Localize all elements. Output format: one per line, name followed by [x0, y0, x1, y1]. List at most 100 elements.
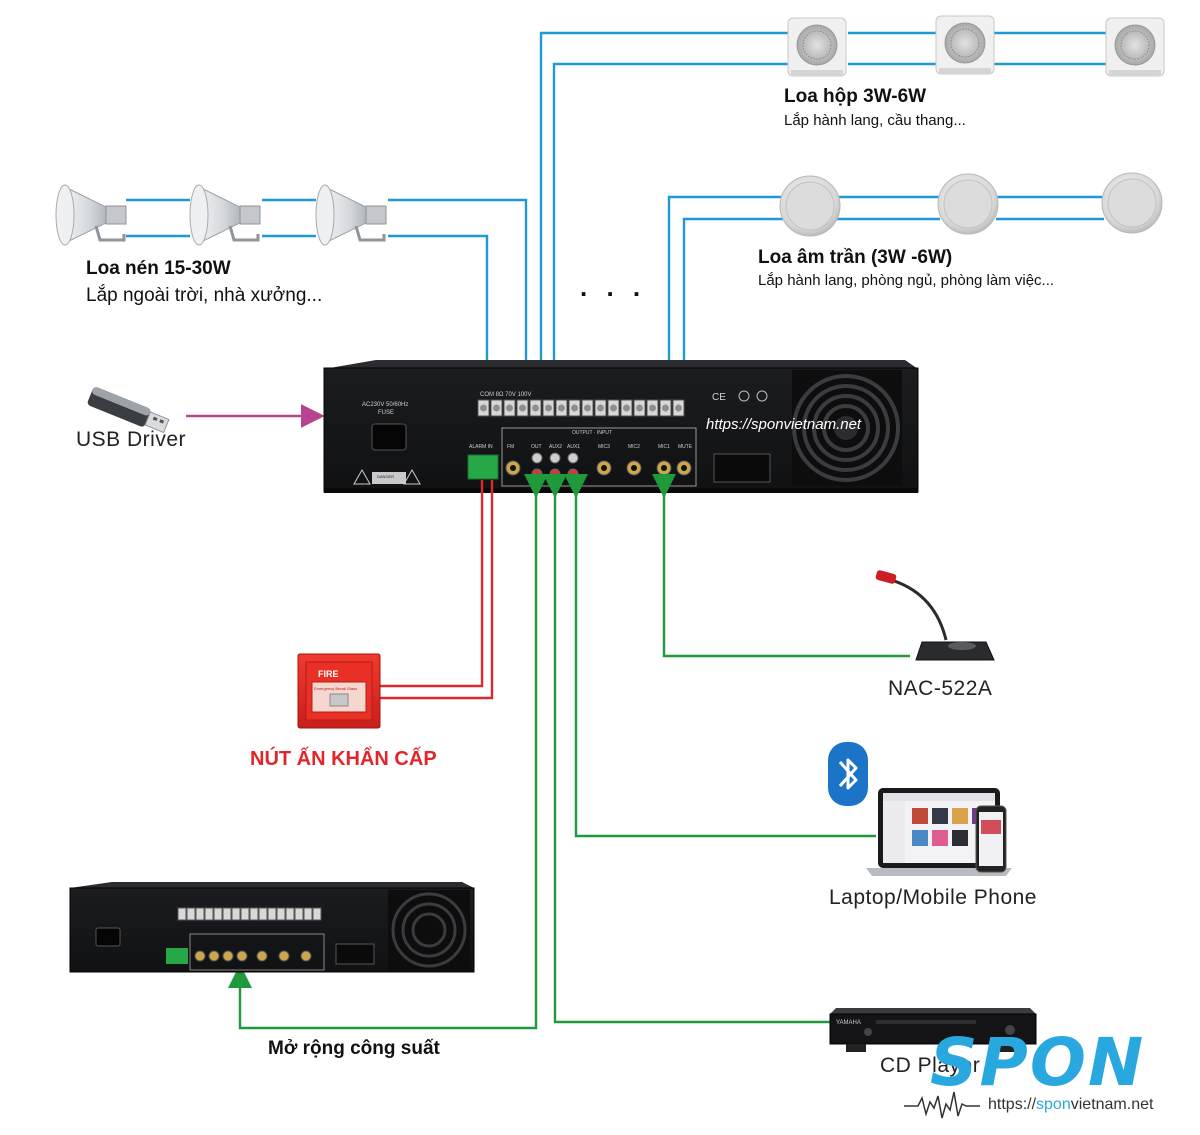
- terminal-screw: [258, 907, 268, 921]
- terminal-screw: [195, 907, 205, 921]
- gooseneck-mic-icon: [875, 570, 995, 661]
- blank-plate: [713, 453, 771, 483]
- box-speaker-title: Loa hộp 3W-6W: [784, 86, 927, 107]
- speaker-wiring: [126, 31, 1108, 397]
- terminal-screw: [249, 907, 259, 921]
- ceiling-speaker-icon: [1101, 172, 1163, 234]
- jack-label: AUX1: [567, 444, 580, 450]
- terminal-screw: [594, 399, 607, 417]
- terminal-screw: [672, 399, 685, 417]
- power-expansion-label: Mở rộng công suất: [268, 1038, 440, 1059]
- expansion-audio-jacks: [194, 950, 312, 962]
- audio-jack: [236, 950, 248, 962]
- terminal-screw: [503, 399, 516, 417]
- terminal-screw: [581, 399, 594, 417]
- box-speaker-icon: [935, 15, 995, 75]
- emergency-button-label: NÚT ẤN KHẨN CẤP: [250, 748, 437, 770]
- terminal-screw: [177, 907, 187, 921]
- ceiling-speaker-icon: [937, 173, 999, 235]
- terminal-screw: [633, 399, 646, 417]
- terminal-screw: [303, 907, 313, 921]
- expansion-speaker-terminals: [177, 907, 322, 921]
- audio-wiring: [228, 474, 910, 1030]
- terminal-screw: [186, 907, 196, 921]
- terminal-screw: [568, 399, 581, 417]
- cd-player-label: CD Player: [880, 1054, 981, 1077]
- output-input-label: OUTPUT · INPUT: [572, 430, 612, 436]
- cd-brand: YAMAHA: [836, 1020, 861, 1026]
- terminal-screw: [267, 907, 277, 921]
- terminal-screw: [529, 399, 542, 417]
- horn-speaker-title: Loa nén 15-30W: [86, 258, 231, 279]
- fire-sub-text: Emergency Break Glass: [314, 686, 357, 691]
- fire-alarm-button-icon: FIRE Emergency Break Glass: [297, 653, 381, 729]
- audio-jack: [256, 950, 268, 962]
- ceiling-speaker-icon: [779, 175, 841, 237]
- box-speaker-icon: [787, 17, 847, 77]
- terminal-screw: [294, 907, 304, 921]
- ceiling-speakers: [779, 172, 1163, 237]
- speaker-terminal-label: COM 8Ω 70V 100V: [480, 392, 532, 398]
- cert-marks: CE: [712, 392, 726, 403]
- alarm-wiring: [380, 480, 494, 700]
- terminal-screw: [607, 399, 620, 417]
- horn-speakers: [55, 184, 387, 246]
- terminal-screw: [646, 399, 659, 417]
- terminal-screw: [516, 399, 529, 417]
- brand-url: https://sponvietnam.net: [988, 1096, 1153, 1114]
- terminal-screw: [231, 907, 241, 921]
- horn-speaker-icon: [55, 184, 127, 246]
- brand-url-highlight: spon: [1036, 1096, 1071, 1113]
- terminal-screw: [477, 399, 490, 417]
- terminal-screw: [542, 399, 555, 417]
- audio-jack: MIC3: [596, 444, 612, 476]
- box-speaker-icon: [1105, 17, 1165, 77]
- audio-jack: MUTE: [676, 444, 693, 476]
- jack-label: FM: [507, 444, 514, 450]
- laptop-mobile-label: Laptop/Mobile Phone: [829, 886, 1037, 909]
- microphone-label: NAC-522A: [888, 677, 993, 700]
- power-inlet: [371, 423, 407, 451]
- brand-url-suffix: vietnam.net: [1070, 1096, 1154, 1113]
- usb-driver-label: USB Driver: [76, 428, 187, 451]
- jack-label: MIC3: [598, 444, 610, 450]
- ceiling-speaker-subtitle: Lắp hành lang, phòng ngủ, phòng làm việc…: [758, 272, 1055, 289]
- jack-label: AUX2: [549, 444, 562, 450]
- phone-icon: [975, 805, 1007, 873]
- brand-url-prefix: https://: [988, 1096, 1037, 1113]
- jack-label: MUTE: [678, 444, 693, 450]
- alarm-in-block: [467, 454, 499, 480]
- fan-grille: [792, 370, 902, 486]
- expansion-amplifier: [69, 882, 475, 973]
- audio-jack: FM: [505, 444, 521, 476]
- terminal-screw: [620, 399, 633, 417]
- box-speaker-subtitle: Lắp hành lang, cầu thang...: [784, 112, 966, 129]
- speaker-terminals: [477, 399, 685, 417]
- ceiling-speaker-title: Loa âm trần (3W -6W): [758, 247, 953, 268]
- alarm-in-label: ALARM IN: [469, 444, 493, 450]
- terminal-screw: [204, 907, 214, 921]
- terminal-screw: [276, 907, 286, 921]
- terminal-screw: [240, 907, 250, 921]
- terminal-screw: [490, 399, 503, 417]
- jack-label: MIC2: [628, 444, 640, 450]
- danger-sticker-text: DANGER: [377, 474, 394, 479]
- amp-fuse-label: FUSE: [378, 410, 394, 416]
- horn-speaker-icon: [315, 184, 387, 246]
- box-speakers: [787, 15, 1165, 77]
- expansion-power-inlet: [95, 927, 121, 947]
- horn-speaker-icon: [189, 184, 261, 246]
- cd-player-icon: YAMAHA: [829, 1008, 1037, 1052]
- horn-speaker-subtitle: Lắp ngoài trời, nhà xưởng...: [86, 285, 323, 306]
- more-speakers-ellipsis: . . .: [580, 272, 647, 302]
- bluetooth-icon: [828, 742, 868, 806]
- audio-jack: [300, 950, 312, 962]
- terminal-screw: [312, 907, 322, 921]
- audio-jack: [278, 950, 290, 962]
- audio-jack: [208, 950, 220, 962]
- main-amplifier: AC230V 50/60Hz FUSE DANGER COM 8Ω 70V 10…: [323, 360, 919, 493]
- audio-jack: [222, 950, 234, 962]
- terminal-screw: [555, 399, 568, 417]
- audio-jack: [194, 950, 206, 962]
